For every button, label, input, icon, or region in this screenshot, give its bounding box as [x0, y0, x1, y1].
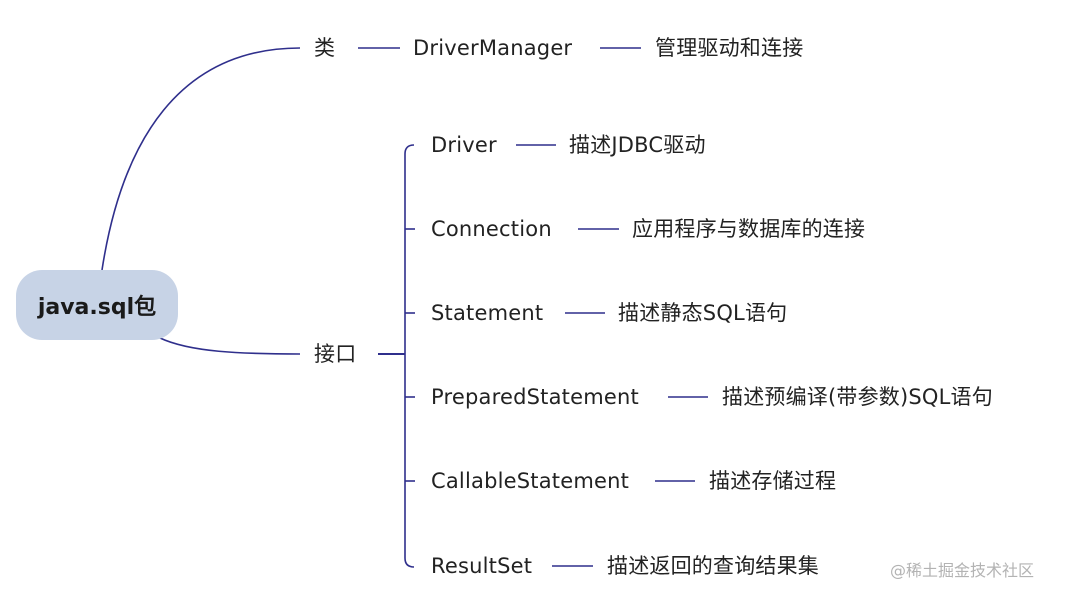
root-node: java.sql包 [16, 270, 178, 340]
branch-class-label: 类 [314, 36, 336, 60]
connector-root-class [101, 47, 301, 271]
branch-interface-label: 接口 [314, 342, 357, 366]
desc-preparedstatement: 描述预编译(带参数)SQL语句 [722, 385, 993, 409]
desc-resultset: 描述返回的查询结果集 [607, 554, 819, 578]
watermark: @稀土掘金技术社区 [890, 561, 1035, 580]
node-drivermanager: DriverManager [413, 36, 573, 60]
root-label: java.sql包 [37, 295, 157, 320]
desc-connection: 应用程序与数据库的连接 [632, 217, 866, 241]
desc-drivermanager: 管理驱动和连接 [655, 36, 804, 60]
interface-bracket [404, 144, 415, 568]
node-statement: Statement [431, 301, 544, 325]
node-callablestatement: CallableStatement [431, 469, 630, 493]
node-resultset: ResultSet [431, 554, 533, 578]
desc-driver: 描述JDBC驱动 [569, 133, 706, 157]
desc-callablestatement: 描述存储过程 [709, 469, 837, 493]
connector-root-interface [159, 337, 301, 355]
node-driver: Driver [431, 133, 497, 157]
desc-statement: 描述静态SQL语句 [618, 301, 788, 325]
node-preparedstatement: PreparedStatement [431, 385, 639, 409]
node-connection: Connection [431, 217, 552, 241]
